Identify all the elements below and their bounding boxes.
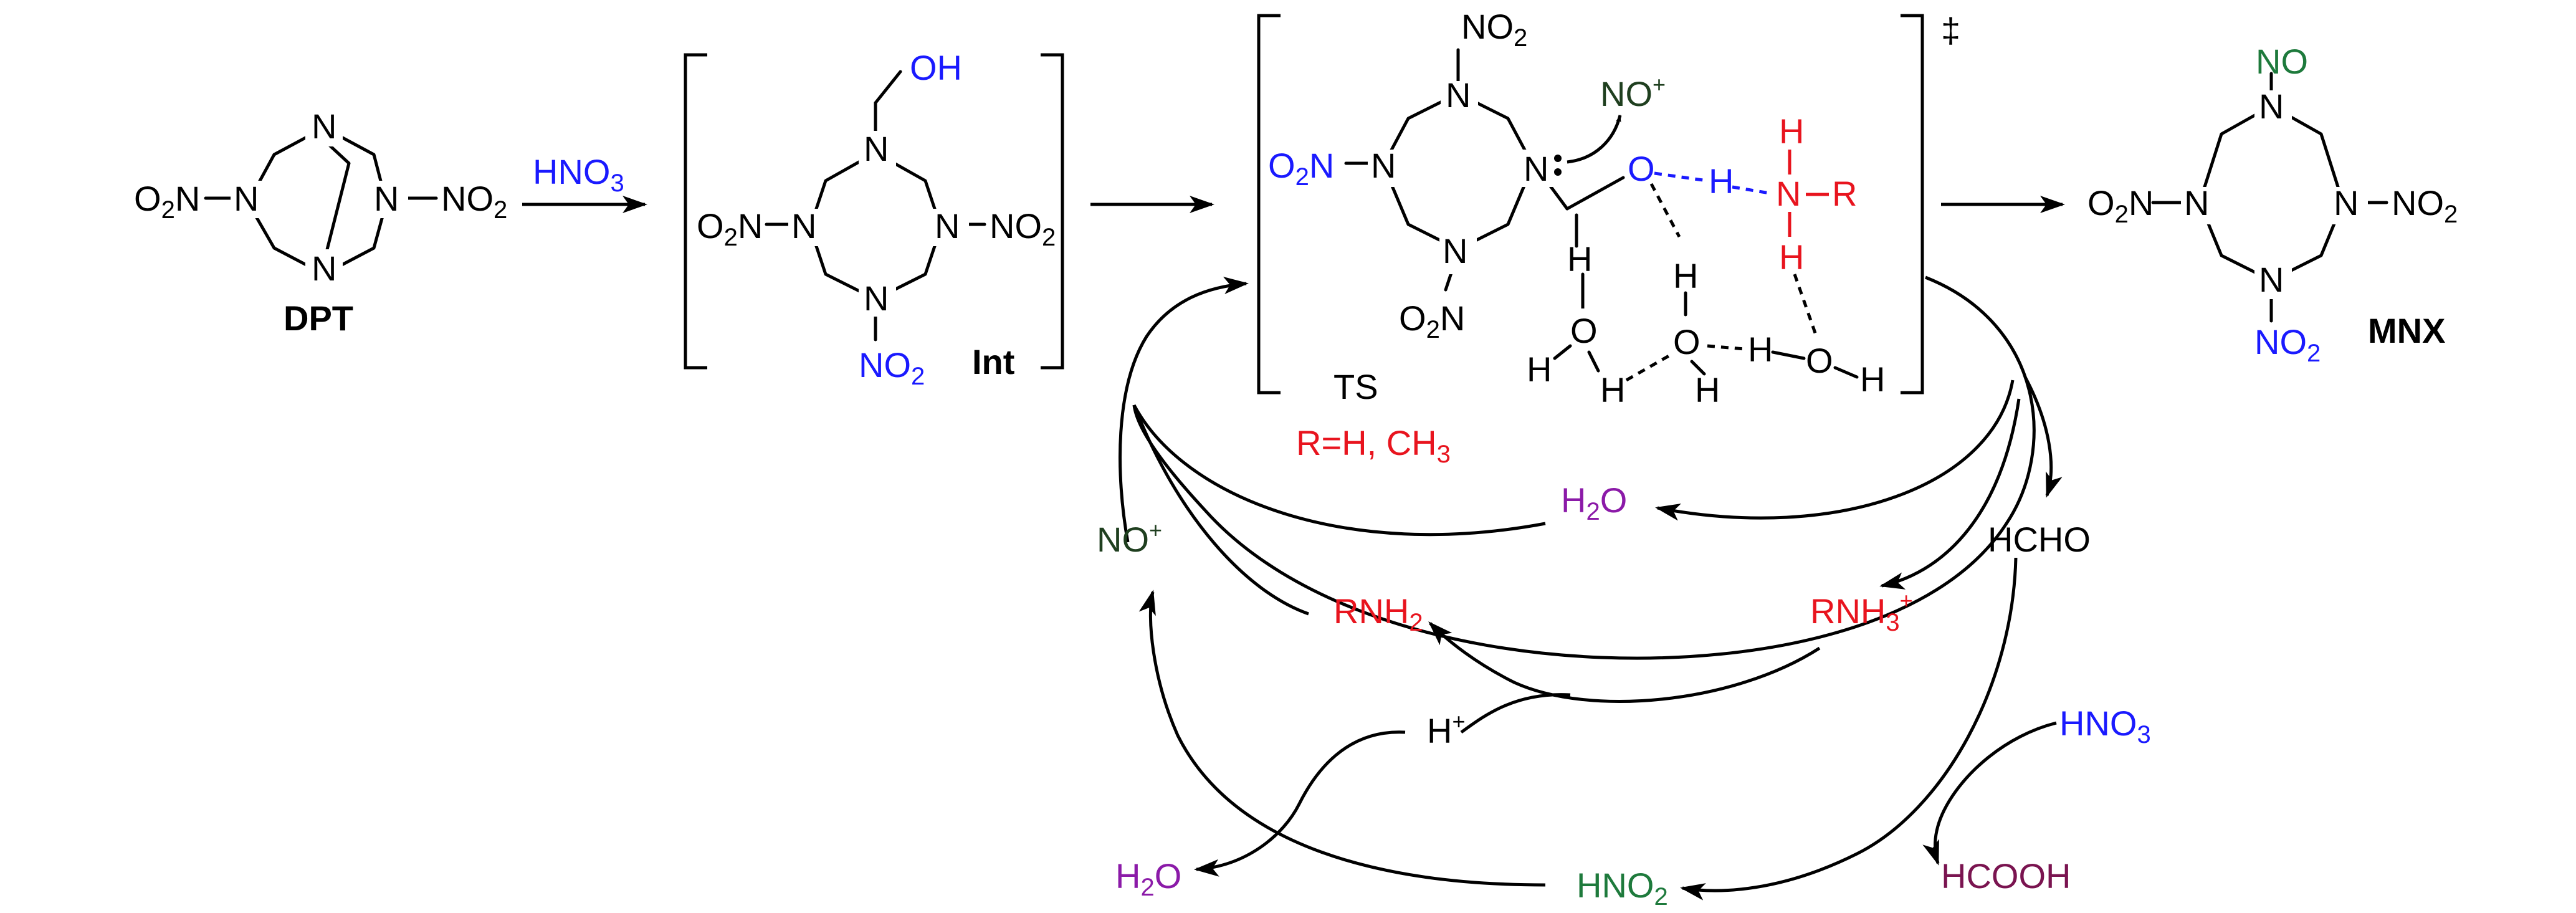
ts-water3-h: H (1748, 330, 1773, 369)
mnx-n-right: N (2334, 183, 2359, 222)
mnx-molecule: N N N N NO O2N NO2 NO2 MNX (2087, 42, 2458, 367)
int-n-right: N (935, 206, 960, 246)
ts-water2-o: O (1673, 322, 1701, 361)
ts-water2-h-bottom: H (1695, 370, 1720, 409)
dpt-o2n-left: O2N (134, 179, 200, 224)
arrow-dpt-to-int: HNO3 (522, 152, 647, 213)
ts-water1-h2: H (1600, 370, 1625, 409)
ts-n-top: N (1446, 75, 1471, 115)
int-no2-bottom: NO2 (859, 345, 925, 390)
dpt-n-bottom: N (312, 249, 336, 288)
ts-dagger: ‡ (1941, 11, 1960, 50)
int-oh: OH (910, 48, 962, 87)
mnx-no2-right: NO2 (2392, 183, 2458, 228)
int-molecule: N N N N OH O2N NO2 NO2 Int (684, 48, 1064, 390)
ts-label: TS (1333, 367, 1378, 406)
ts-r-note: R=H, CH3 (1296, 423, 1451, 468)
int-no2-right: NO2 (990, 206, 1056, 251)
ts-n-right: N (1524, 149, 1548, 188)
ts-amine-n: N (1776, 174, 1801, 213)
ts-ch-h: H (1567, 239, 1592, 279)
ts-amine-h-top: H (1779, 112, 1804, 151)
catalytic-cycle: NO+ H2O HCHO RNH2 RNH3+ H+ HNO3 H2O HNO2… (1097, 275, 2151, 911)
ts-amine-r: R (1832, 174, 1857, 213)
dpt-n-right: N (374, 179, 399, 218)
mnx-no-top: NO (2256, 42, 2308, 81)
int-n-left: N (791, 206, 816, 246)
cycle-hno2: HNO2 (1577, 866, 1668, 911)
ts-structure: ‡ N N N N NO2 O2N O2N NO+ O H H N (1257, 7, 1960, 468)
ts-h-blue: H (1709, 161, 1734, 201)
mnx-n-top: N (2259, 87, 2284, 126)
cycle-h-plus: H+ (1427, 709, 1465, 750)
ts-no2-bottom: O2N (1399, 299, 1465, 343)
dpt-n-top: N (312, 107, 336, 146)
mnx-label: MNX (2368, 311, 2445, 350)
cycle-hcooh: HCOOH (1941, 856, 2071, 896)
dpt-molecule: N N N N O2N NO2 DPT (134, 107, 507, 338)
ts-no2-top: NO2 (1461, 7, 1527, 52)
dpt-n-left: N (234, 179, 259, 218)
cycle-h2o-bottom: H2O (1115, 856, 1181, 901)
cycle-h2o-top: H2O (1561, 480, 1627, 525)
ts-water3-h2: H (1860, 360, 1885, 399)
cycle-rnh2: RNH2 (1333, 591, 1423, 636)
dpt-no2-right: NO2 (441, 179, 507, 224)
ts-water2-h-top: H (1673, 256, 1698, 295)
ts-no-plus: NO+ (1600, 72, 1666, 113)
cycle-hcho: HCHO (1988, 520, 2091, 559)
ts-amine-h-bottom: H (1779, 237, 1804, 277)
ts-n-bottom: N (1443, 231, 1467, 270)
ts-water1-h1: H (1527, 350, 1552, 389)
cycle-no-plus: NO+ (1097, 517, 1162, 559)
ts-o2n-left: O2N (1268, 146, 1334, 191)
ts-water3-o: O (1806, 341, 1833, 380)
ts-n-left: N (1371, 146, 1396, 185)
int-o2n-left: O2N (697, 206, 763, 251)
mnx-n-bottom: N (2259, 260, 2284, 299)
int-label: Int (972, 342, 1014, 381)
cycle-hno3: HNO3 (2059, 704, 2151, 748)
mnx-no2-bottom: NO2 (2254, 322, 2321, 367)
mnx-n-left: N (2184, 183, 2209, 222)
cycle-rnh3-plus: RNH3+ (1810, 588, 1913, 636)
mnx-o2n-left: O2N (2087, 183, 2154, 228)
int-n-top: N (864, 129, 889, 168)
int-n-bottom: N (864, 279, 889, 318)
ts-water1-o: O (1570, 311, 1598, 350)
dpt-label: DPT (284, 299, 353, 338)
ts-o-blue: O (1628, 149, 1655, 188)
reagent-hno3: HNO3 (533, 152, 624, 197)
